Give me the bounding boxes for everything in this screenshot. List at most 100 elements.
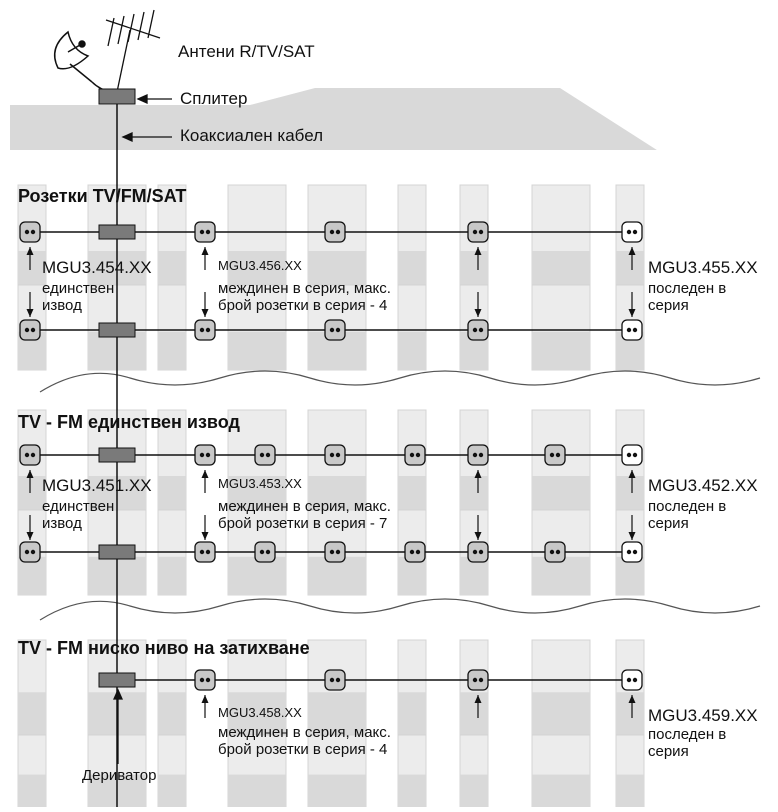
socket-pin [205, 549, 211, 555]
socket-pin [335, 229, 341, 235]
socket-pin [415, 452, 421, 458]
coax-pointer-head [121, 131, 133, 143]
socket-pin [265, 549, 271, 555]
window-lower-panel [308, 556, 366, 595]
section-title-tv-fm-single: TV - FM единствен извод [18, 412, 240, 432]
socket-pin [329, 327, 335, 333]
socket-pin [626, 327, 632, 333]
arrow-head [628, 247, 636, 255]
arrow-head [201, 695, 209, 703]
socket-pin [30, 229, 36, 235]
socket-pin [472, 549, 478, 555]
window-lower-panel [308, 692, 366, 735]
arrow-head [26, 309, 34, 317]
socket-pin [24, 549, 30, 555]
socket-pin [549, 549, 555, 555]
window-lower-panel [228, 556, 286, 595]
socket-pin [199, 327, 205, 333]
window-lower-panel [616, 774, 644, 807]
tap-device [98, 322, 136, 338]
socket-pin [415, 549, 421, 555]
socket-arrows [26, 247, 636, 718]
arrow-head [474, 532, 482, 540]
socket-icon [19, 221, 41, 243]
socket-pin [329, 229, 335, 235]
socket-pin [205, 229, 211, 235]
window-lower-panel [532, 692, 590, 735]
socket-pin [409, 549, 415, 555]
window-lower-panel [398, 556, 426, 595]
last-outlet-code-2: MGU3.452.XX [648, 476, 758, 495]
socket-icon [467, 221, 489, 243]
socket-icon [194, 444, 216, 466]
window-lower-panel [158, 692, 186, 735]
socket-pin [478, 327, 484, 333]
building-windows [17, 184, 645, 808]
socket-icon [544, 541, 566, 563]
socket-pin [626, 229, 632, 235]
window-lower-panel [228, 331, 286, 370]
terminal-socket-icon [621, 669, 643, 691]
socket-pin [335, 677, 341, 683]
arrow-head [628, 532, 636, 540]
middle-outlet-desc-2: междинен в серия, макс. брой розетки в с… [218, 498, 391, 533]
socket-icon [467, 541, 489, 563]
socket-icon [404, 444, 426, 466]
window-lower-panel [228, 774, 286, 807]
tap-device [98, 544, 136, 560]
window-lower-panel [158, 556, 186, 595]
window-lower-panel [532, 774, 590, 807]
terminal-socket-icon [621, 319, 643, 341]
socket-pin [329, 549, 335, 555]
socket-icon [324, 669, 346, 691]
socket-pin [259, 452, 265, 458]
socket-rows [19, 221, 643, 691]
socket-pin [626, 452, 632, 458]
arrow-head [474, 695, 482, 703]
last-outlet-desc-3: последен в серия [648, 726, 727, 761]
socket-pin [24, 452, 30, 458]
socket-pin [205, 452, 211, 458]
socket-pin [626, 677, 632, 683]
window-lower-panel [158, 331, 186, 370]
tap-device [98, 672, 136, 688]
socket-pin [632, 452, 638, 458]
socket-pin [199, 452, 205, 458]
window-lower-panel [532, 556, 590, 595]
coax-label: Коаксиален кабел [180, 126, 323, 145]
socket-pin [555, 452, 561, 458]
middle-outlet-code-2: MGU3.453.XX [218, 476, 302, 491]
window-lower-panel [460, 556, 488, 595]
socket-pin [30, 327, 36, 333]
socket-icon [194, 319, 216, 341]
antennas-label: Антени R/TV/SAT [178, 42, 315, 61]
socket-pin [199, 549, 205, 555]
middle-outlet-desc-1: междинен в серия, макс. брой розетки в с… [218, 280, 391, 315]
socket-pin [632, 229, 638, 235]
window-lower-panel [18, 692, 46, 735]
window-lower-panel [616, 692, 644, 735]
splitter-label: Сплитер [180, 89, 248, 108]
splitter-device [98, 88, 136, 105]
window-lower-panel [460, 774, 488, 807]
socket-pin [478, 549, 484, 555]
socket-icon [324, 221, 346, 243]
middle-outlet-code-1: MGU3.456.XX [218, 258, 302, 273]
socket-pin [199, 229, 205, 235]
arrow-head [474, 309, 482, 317]
window-lower-panel [398, 774, 426, 807]
arrow-head [201, 247, 209, 255]
socket-icon [324, 319, 346, 341]
socket-pin [478, 452, 484, 458]
socket-pin [329, 677, 335, 683]
single-outlet-code-1: MGU3.454.XX [42, 258, 152, 277]
window-lower-panel [532, 331, 590, 370]
socket-pin [478, 229, 484, 235]
arrow-head [201, 532, 209, 540]
socket-icon [467, 444, 489, 466]
window-lower-panel [228, 692, 286, 735]
socket-pin [549, 452, 555, 458]
socket-icon [194, 541, 216, 563]
terminal-socket-icon [621, 221, 643, 243]
